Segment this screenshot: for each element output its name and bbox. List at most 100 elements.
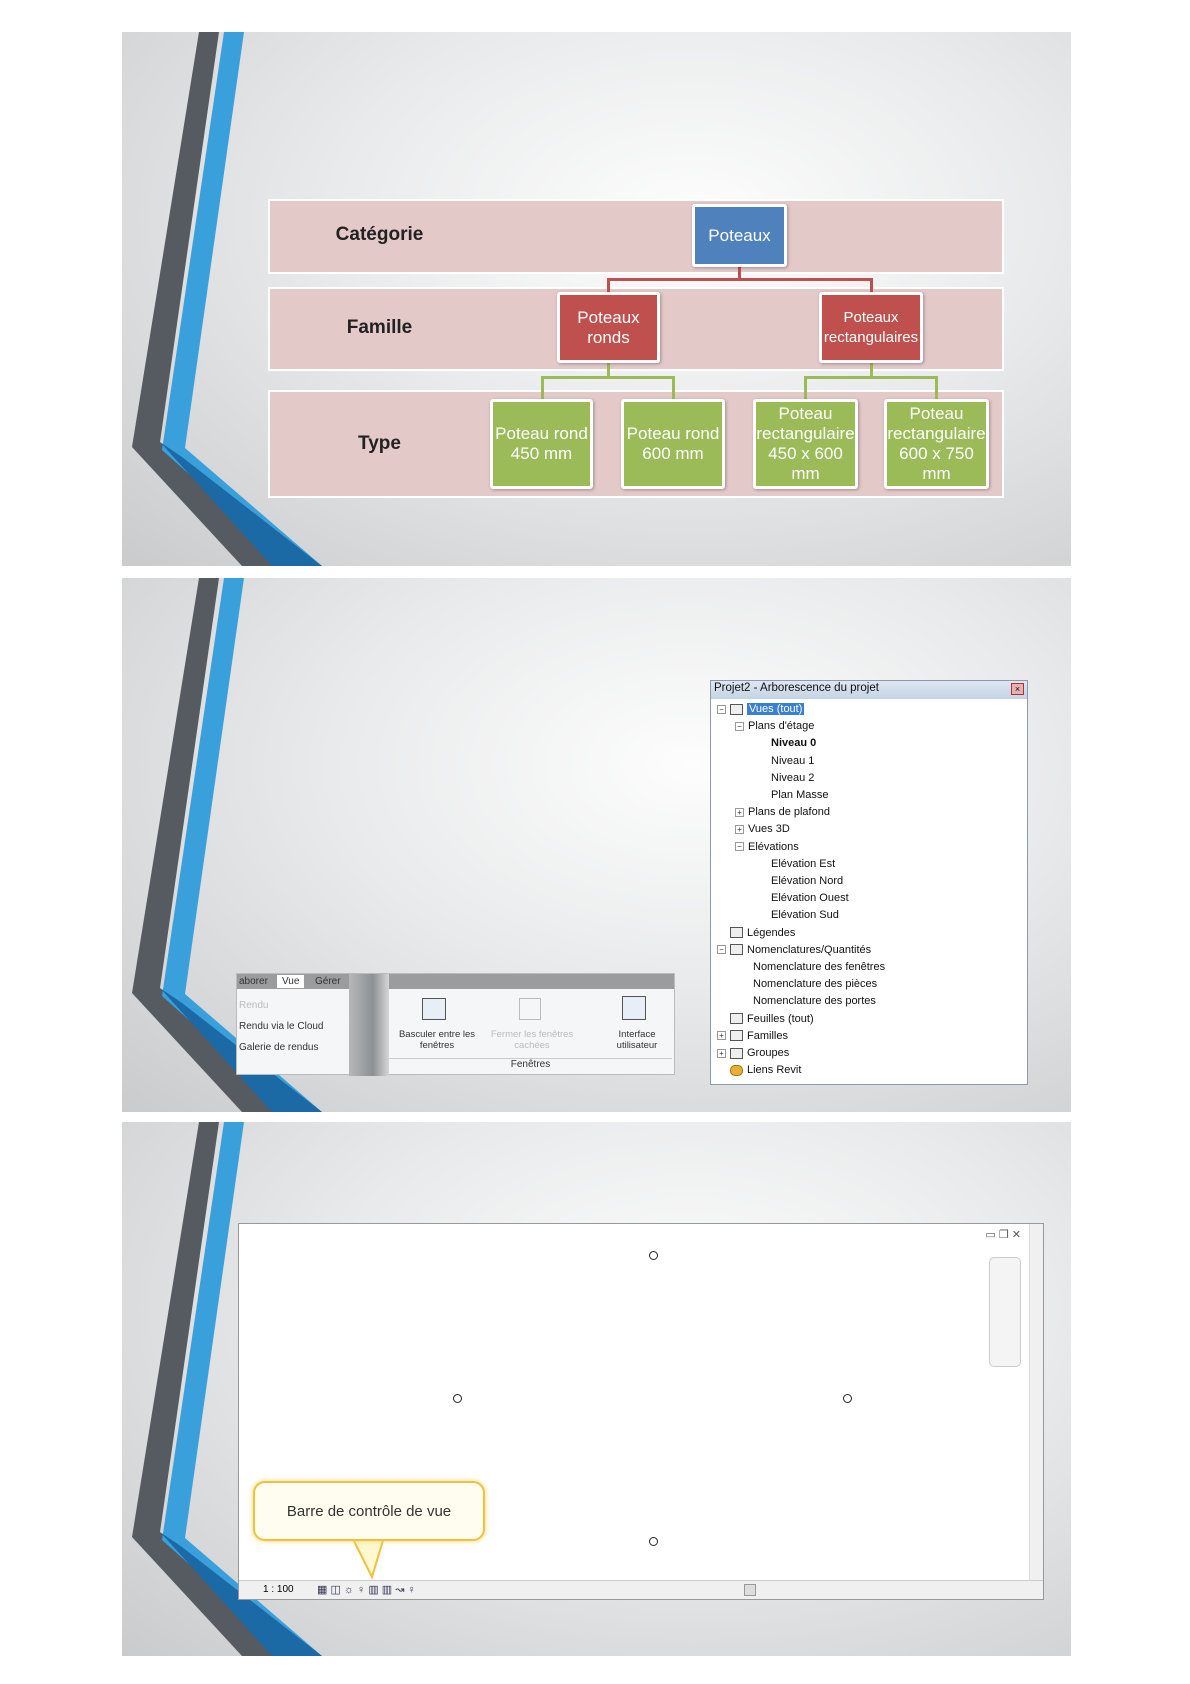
elevation-marker[interactable] (453, 1394, 462, 1403)
label-type: Type (358, 433, 401, 454)
tree-item-label: Elévation Sud (771, 909, 839, 922)
scale-label[interactable]: 1 : 100 (263, 1584, 294, 1595)
tree-item-label: Groupes (747, 1047, 790, 1059)
tree-item[interactable]: Niveau 1 (771, 753, 814, 770)
tree-item-label: Vues 3D (748, 823, 790, 836)
view-category-icon (730, 927, 743, 939)
view-category-icon (730, 1030, 743, 1042)
expand-icon[interactable]: + (735, 807, 744, 817)
gallery-item[interactable]: Galerie de rendus (239, 1042, 319, 1053)
collapse-icon[interactable]: − (735, 842, 744, 852)
tree-item[interactable]: + Familles (717, 1028, 788, 1045)
tree-item-label: Familles (747, 1029, 788, 1042)
tree-item[interactable]: −Plans d'étage (735, 718, 814, 735)
collapse-icon[interactable]: − (717, 945, 726, 955)
connector (607, 363, 610, 377)
close-hidden-button[interactable]: Fermer les fenêtres cachées (490, 1029, 574, 1051)
ribbon: aborer Vue Gérer Rendu Rendu via le Clou… (236, 973, 675, 1076)
close-icon[interactable]: × (1011, 683, 1024, 695)
cloud-render-item[interactable]: Rendu via le Cloud (239, 1021, 324, 1032)
connector (541, 376, 674, 379)
view-control-bar[interactable]: 1 : 100 ▦ ◫ ☼ ♀ ▥ ▥ ↝ ♀ (239, 1580, 1043, 1599)
tree-item-label: Niveau 1 (771, 754, 815, 767)
tree-item-label: Nomenclature des fenêtres (753, 961, 886, 973)
browser-title-bar: Projet2 - Arborescence du projet × (711, 681, 1027, 699)
tree-item[interactable]: − Vues (tout) (717, 701, 805, 718)
collapse-icon[interactable]: − (735, 721, 744, 731)
tree-item-label: Plans de plafond (748, 806, 830, 819)
tree-item[interactable]: Liens Revit (717, 1062, 801, 1079)
tree-item[interactable]: − Nomenclatures/Quantités (717, 942, 871, 959)
connector (607, 278, 872, 281)
expand-icon[interactable]: + (735, 824, 744, 834)
tree-item[interactable]: + Vues 3D (735, 821, 790, 838)
tree-item-label: Elévations (748, 840, 799, 853)
view-category-icon (730, 1064, 743, 1076)
decorative-stripes (132, 32, 322, 566)
connector (607, 278, 610, 292)
tree-item[interactable]: + Groupes (717, 1045, 789, 1062)
tree-item[interactable]: Elévation Est (771, 856, 835, 873)
expand-icon[interactable]: + (717, 1031, 726, 1041)
tree-item-label: Feuilles (tout) (747, 1012, 814, 1025)
browser-title: Projet2 - Arborescence du projet (714, 682, 879, 694)
family-node: Poteaux rectangulaires (819, 292, 923, 363)
connector (804, 376, 807, 399)
tree-item[interactable]: Elévation Ouest (771, 890, 849, 907)
tree-item-label: Plan Masse (771, 789, 829, 801)
type-node: Poteau rond 450 mm (490, 399, 593, 489)
view-category-icon (730, 1047, 743, 1059)
navigation-bar[interactable] (989, 1257, 1021, 1367)
tree-item-label: Nomenclatures/Quantités (747, 943, 872, 956)
tab-vue[interactable]: Vue (277, 975, 305, 988)
switch-windows-button[interactable]: Basculer entre les fenêtres (398, 1029, 476, 1051)
tree-item-label: Niveau 0 (771, 737, 817, 750)
callout: Barre de contrôle de vue (253, 1481, 485, 1541)
connector (804, 376, 937, 379)
tree-item[interactable]: Nomenclature des fenêtres (753, 959, 885, 976)
torn-edge (349, 974, 389, 1076)
tree-item[interactable]: Niveau 0 (771, 735, 816, 752)
close-hidden-icon (519, 998, 541, 1020)
tree-item-label: Plans d'étage (748, 720, 815, 733)
category-node: Poteaux (692, 204, 787, 267)
tree-item[interactable]: Nomenclature des portes (753, 993, 876, 1010)
view-control-icons[interactable]: ▦ ◫ ☼ ♀ ▥ ▥ ↝ ♀ (317, 1584, 416, 1596)
tree-item[interactable]: −Elévations (735, 839, 799, 856)
label-category: Catégorie (335, 224, 424, 245)
tree-item[interactable]: Elévation Sud (771, 907, 839, 924)
tree-item-label: Elévation Nord (771, 875, 844, 887)
user-interface-icon (622, 996, 646, 1020)
tree-item[interactable]: Nomenclature des pièces (753, 976, 877, 993)
horizontal-scroll-thumb[interactable] (744, 1584, 756, 1596)
connector (738, 267, 741, 279)
elevation-marker[interactable] (649, 1251, 658, 1260)
window-controls[interactable]: ▭ ❐ ✕ (985, 1229, 1021, 1241)
slide-3: ▭ ❐ ✕ 1 : 100 ▦ ◫ ☼ ♀ ▥ ▥ ↝ ♀ Barre de c… (122, 1122, 1071, 1656)
view-category-icon (730, 944, 743, 956)
tab-gerer[interactable]: Gérer (315, 976, 341, 987)
slide-2: aborer Vue Gérer Rendu Rendu via le Clou… (122, 578, 1071, 1112)
connector (541, 376, 544, 399)
collapse-icon[interactable]: − (717, 704, 726, 714)
tree-item[interactable]: Légendes (717, 925, 795, 942)
tree-item[interactable]: Plan Masse (771, 787, 828, 804)
tree-item-label: Nomenclature des pièces (753, 978, 878, 991)
tree-item[interactable]: + Plans de plafond (735, 804, 830, 821)
elevation-marker[interactable] (649, 1537, 658, 1546)
tree-item[interactable]: Feuilles (tout) (717, 1011, 814, 1028)
elevation-marker[interactable] (843, 1394, 852, 1403)
family-node: Poteaux ronds (557, 292, 660, 363)
tree-item-label: Vues (tout) (747, 703, 805, 715)
type-node: Poteau rectangulaire 600 x 750 mm (884, 399, 989, 489)
tree-item-label: Elévation Est (771, 857, 836, 870)
tab[interactable]: aborer (239, 976, 268, 987)
callout-pointer (350, 1536, 386, 1580)
connector (935, 376, 938, 399)
tree-item[interactable]: Niveau 2 (771, 770, 814, 787)
user-interface-button[interactable]: Interface utilisateur (616, 1029, 658, 1051)
expand-icon[interactable]: + (717, 1048, 726, 1058)
tree-item[interactable]: Elévation Nord (771, 873, 843, 890)
vertical-scrollbar[interactable] (1029, 1224, 1043, 1582)
rendu-item[interactable]: Rendu (239, 1000, 269, 1011)
